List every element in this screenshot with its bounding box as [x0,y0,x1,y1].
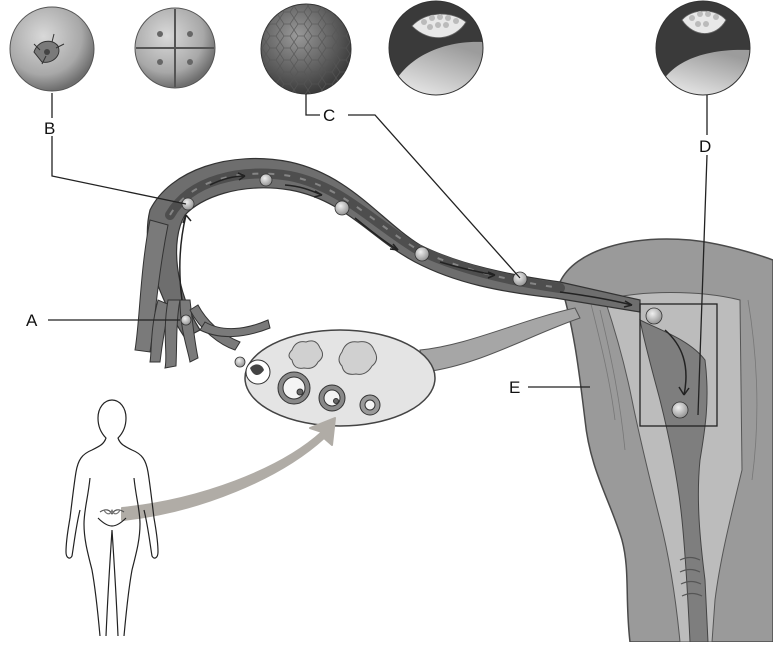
fimbriae [135,220,270,368]
ruptured-follicle [246,360,270,384]
label-c: C [323,106,335,125]
label-b: B [44,119,55,138]
label-a: A [26,311,38,330]
stage-zygote-circle [10,7,94,91]
ovary [235,330,435,426]
label-d: D [699,137,711,156]
zoom-arrow [122,418,335,520]
ovarian-ligament [420,308,580,372]
line-b [52,93,186,204]
stage-blastocyst-circle [389,1,483,95]
stage-implantation-circle [656,1,750,95]
stage-four-cell-circle [135,8,215,88]
label-e: E [509,378,520,397]
stage-morula-circle [261,4,351,94]
